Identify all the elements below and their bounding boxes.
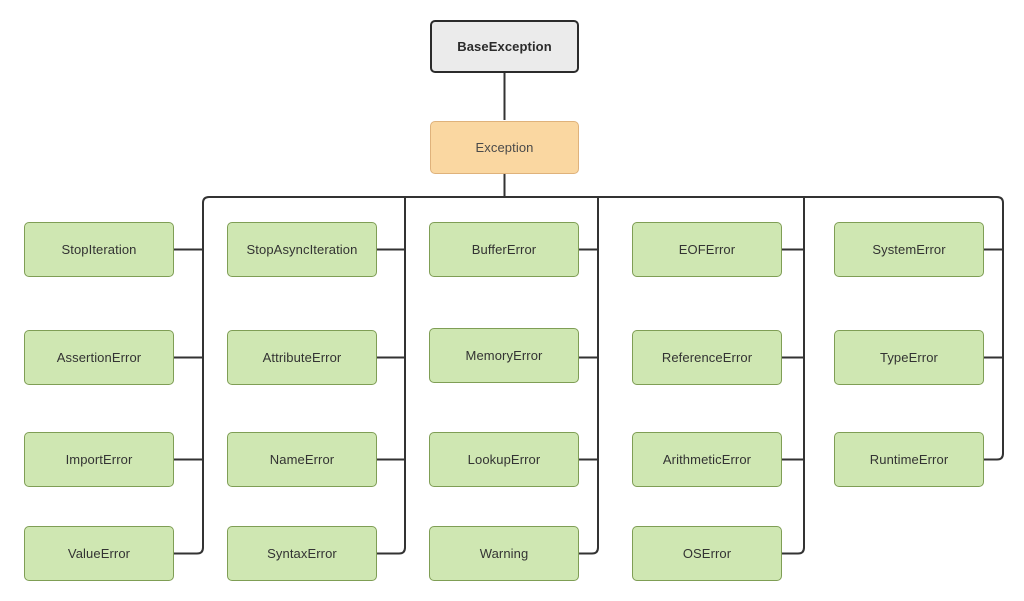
node-syntaxerror: SyntaxError: [227, 526, 377, 581]
node-oserror: OSError: [632, 526, 782, 581]
node-exception: Exception: [430, 121, 579, 174]
node-systemerror: SystemError: [834, 222, 984, 277]
node-lookuperror: LookupError: [429, 432, 579, 487]
node-buffererror: BufferError: [429, 222, 579, 277]
node-arithmeticerror: ArithmeticError: [632, 432, 782, 487]
node-nameerror: NameError: [227, 432, 377, 487]
connector-spine-col2: [377, 197, 406, 555]
node-typeerror: TypeError: [834, 330, 984, 385]
node-warning: Warning: [429, 526, 579, 581]
node-baseexception: BaseException: [430, 20, 579, 73]
node-attributeerror: AttributeError: [227, 330, 377, 385]
connector-spine-col3: [579, 197, 599, 555]
connector-spine-col4: [782, 197, 805, 555]
connector-bus-and-outer-spines: [174, 196, 1004, 555]
node-runtimeerror: RuntimeError: [834, 432, 984, 487]
node-valueerror: ValueError: [24, 526, 174, 581]
node-stopasynciteration: StopAsyncIteration: [227, 222, 377, 277]
node-assertionerror: AssertionError: [24, 330, 174, 385]
node-eoferror: EOFError: [632, 222, 782, 277]
node-memoryerror: MemoryError: [429, 328, 579, 383]
node-referenceerror: ReferenceError: [632, 330, 782, 385]
node-stopiteration: StopIteration: [24, 222, 174, 277]
node-importerror: ImportError: [24, 432, 174, 487]
